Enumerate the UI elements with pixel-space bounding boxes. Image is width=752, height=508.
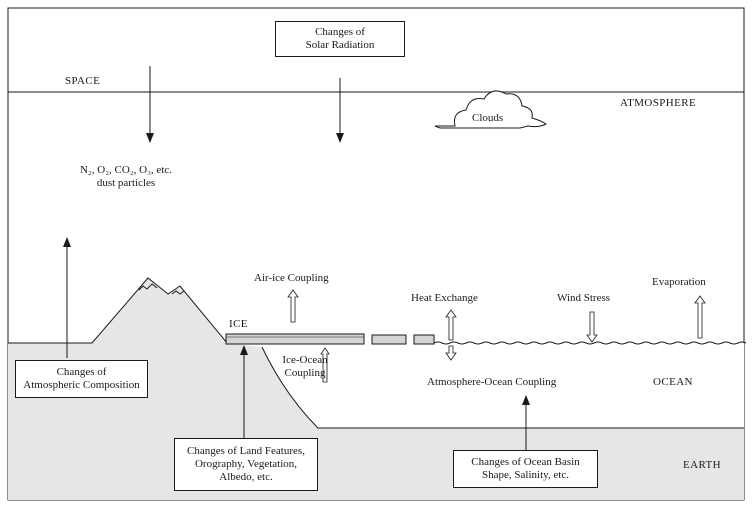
evaporation-flux-arrow (694, 295, 706, 339)
land-features-box: Changes of Land Features, Orography, Veg… (174, 438, 318, 491)
ocean-floor-line (261, 346, 744, 429)
heat-exchange-label: Heat Exchange (411, 292, 478, 304)
gases-label: N₂, O₂, CO₂, O₃, etc. dust particles (51, 164, 201, 190)
ice-ocean-coupling-label: Ice-Ocean Coupling (282, 354, 328, 379)
gases-line-2: dust particles (96, 177, 156, 189)
wind-stress-flux-arrow (586, 311, 598, 343)
mountain-outline (8, 277, 228, 344)
ocean-label: OCEAN (653, 376, 693, 388)
ice-floe (413, 334, 435, 345)
ice-label: ICE (229, 318, 248, 330)
mountain-snow-cap-right (171, 290, 185, 295)
ice-floe (371, 334, 407, 345)
mountain-snow-cap-left (138, 283, 158, 291)
clouds-label: Clouds (472, 112, 504, 124)
gases-line-1: N₂, O₂, CO₂, O₃, etc. (79, 164, 173, 176)
ice-ocean-flux-arrow (320, 347, 330, 383)
cloud-shape (434, 90, 547, 129)
ocean-region (225, 343, 744, 428)
earth-label: EARTH (683, 459, 722, 471)
solar-radiation-box: Changes of Solar Radiation (275, 21, 405, 57)
evaporation-label: Evaporation (652, 276, 706, 288)
air-ice-coupling-label: Air-ice Coupling (254, 272, 329, 284)
wind-stress-label: Wind Stress (557, 292, 611, 304)
space-label: SPACE (65, 75, 101, 87)
ocean-basin-box: Changes of Ocean Basin Shape, Salinity, … (453, 450, 598, 488)
atmosphere-label: ATMOSPHERE (620, 97, 697, 109)
atmospheric-composition-box: Changes of Atmospheric Composition (15, 360, 148, 398)
ice-sheet (225, 333, 365, 345)
air-ice-flux-arrow (287, 289, 299, 323)
sea-surface (433, 341, 747, 345)
heat-exchange-flux-arrow (445, 309, 457, 361)
atmosphere-ocean-coupling-label: Atmosphere-Ocean Coupling (427, 376, 557, 388)
